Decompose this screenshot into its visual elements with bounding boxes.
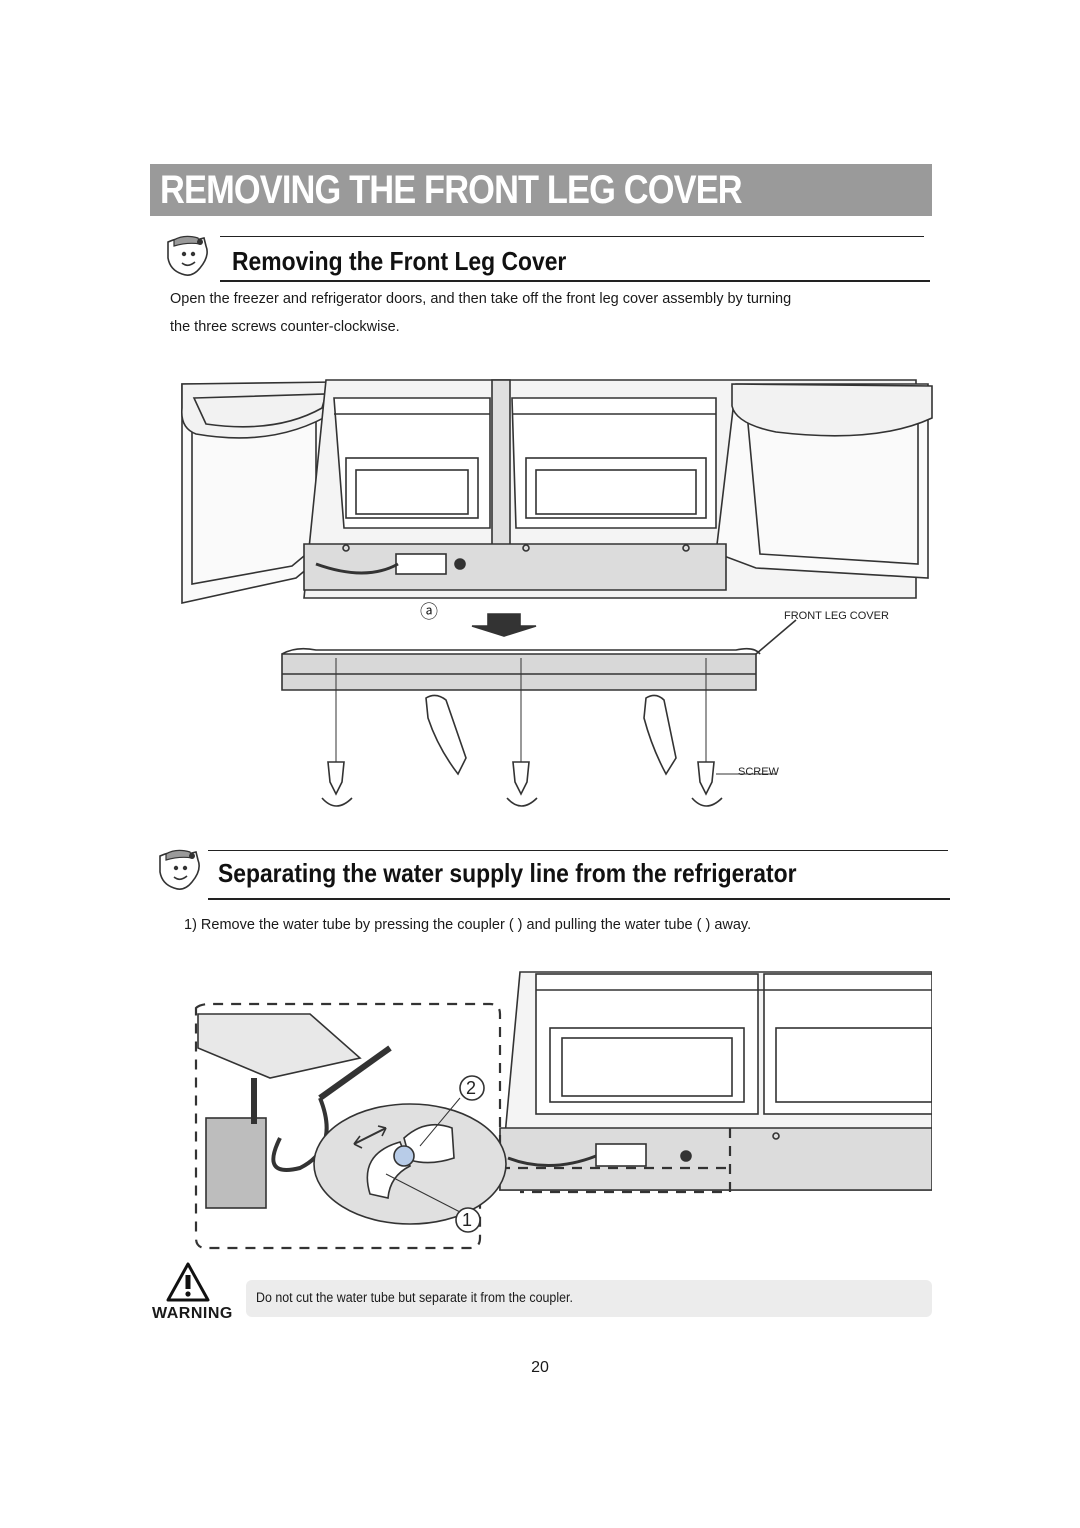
label-screw: SCREW [738,766,779,778]
warning-triangle-icon [166,1262,210,1302]
callout-1: 1 [462,1210,473,1230]
section2-heading: Separating the water supply line from th… [218,858,797,888]
mascot-icon [159,849,200,890]
warning-box [246,1280,932,1317]
figure-water-supply-line [194,971,932,1250]
section1-rule-top [220,236,924,237]
mascot-icon [167,235,208,276]
section1-instruction-line1: Open the freezer and refrigerator doors,… [170,291,792,307]
warning-text: Do not cut the water tube but separate i… [256,1290,573,1305]
warning-label: WARNING [152,1305,233,1322]
title-banner [150,164,932,216]
page-title: REMOVING THE FRONT LEG COVER [160,168,743,212]
section2-step1: 1) Remove the water tube by pressing the… [184,917,752,933]
section1-rule-bottom [220,280,930,282]
section1-heading: Removing the Front Leg Cover [232,246,567,276]
figure-front-leg-cover [180,379,933,807]
section1-instruction-line2: the three screws counter-clockwise. [170,319,400,335]
callout-a: ⓐ [420,602,438,622]
section2-rule-top [208,850,948,851]
callout-2: 2 [466,1078,477,1098]
section2-rule-bottom [208,898,950,900]
page-number: 20 [531,1359,549,1376]
label-front-leg-cover: FRONT LEG COVER [784,610,889,622]
